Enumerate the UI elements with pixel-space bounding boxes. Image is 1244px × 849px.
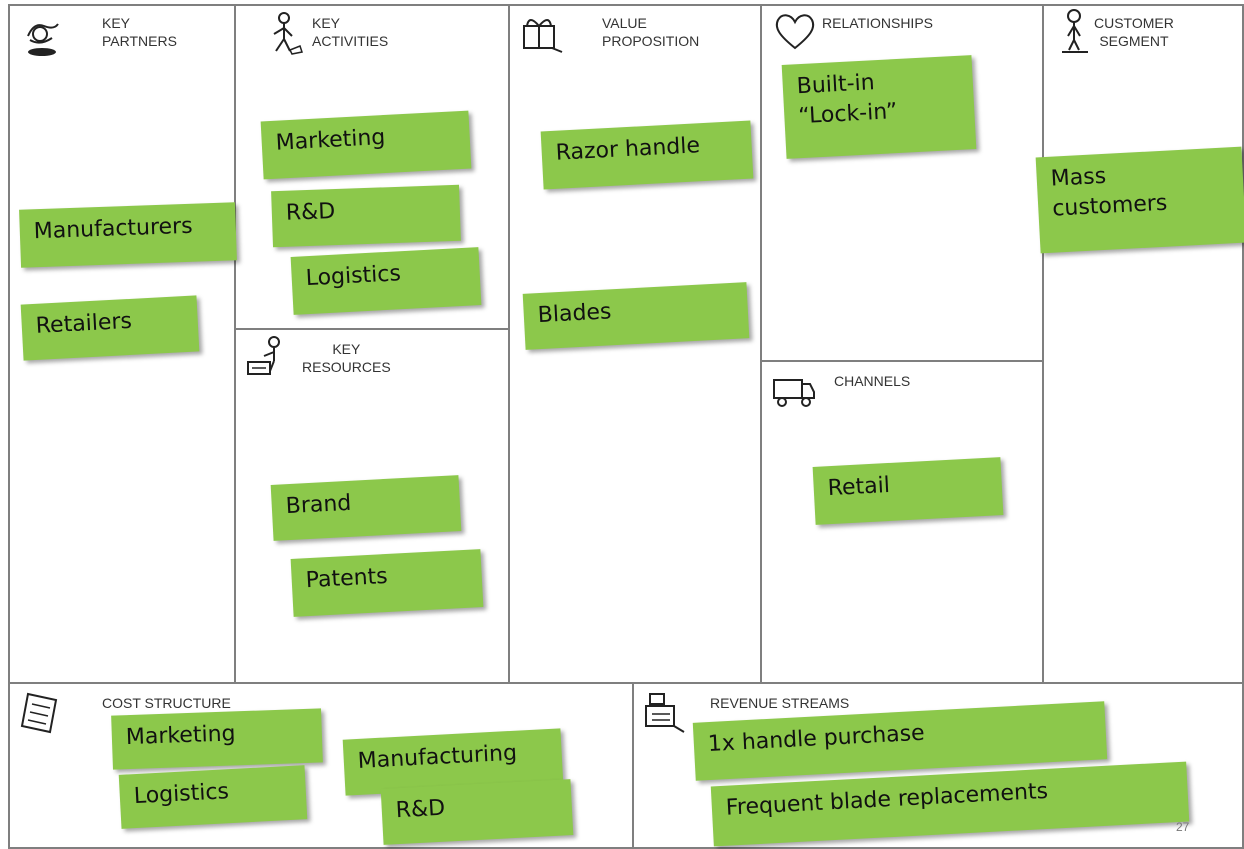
key-resources-title: KEY RESOURCES bbox=[302, 341, 391, 375]
sticky-note-brand: Brand bbox=[270, 475, 462, 541]
page-number: 27 bbox=[1176, 820, 1190, 834]
sticky-note-logistics: Logistics bbox=[290, 247, 482, 315]
value-proposition-title: VALUE PROPOSITION bbox=[602, 15, 700, 49]
truck-icon bbox=[773, 379, 815, 407]
sticky-note-patents: Patents bbox=[290, 549, 484, 617]
handshake-icon bbox=[27, 23, 59, 56]
relationships-title: RELATIONSHIPS bbox=[822, 15, 933, 31]
sticky-note-manufacturers: Manufacturers bbox=[19, 202, 237, 268]
person-icon bbox=[1062, 9, 1088, 53]
cash-register-icon bbox=[645, 693, 685, 733]
key-partners-title: KEY PARTNERS bbox=[102, 15, 177, 49]
sticky-note-built-in-lock-in: Built-in “Lock-in” bbox=[781, 55, 977, 159]
sticky-note-marketing: Marketing bbox=[260, 110, 472, 180]
sticky-note-rnd: R&D bbox=[271, 184, 461, 248]
sticky-note-mass-customers: Mass customers bbox=[1035, 146, 1244, 254]
sticky-note-cost-rnd: R&D bbox=[380, 779, 574, 845]
heart-icon bbox=[775, 14, 815, 50]
sticky-note-blades: Blades bbox=[522, 282, 750, 350]
revenue-streams-title: REVENUE STREAMS bbox=[710, 695, 850, 711]
sticky-note-cost-marketing: Marketing bbox=[111, 708, 323, 770]
resources-worker-icon bbox=[247, 336, 280, 375]
sticky-note-retailers: Retailers bbox=[20, 295, 200, 361]
cost-structure-title: COST STRUCTURE bbox=[102, 695, 231, 711]
customer-segment-box bbox=[1042, 4, 1244, 684]
sticky-note-razor-handle: Razor handle bbox=[540, 120, 754, 190]
key-activities-title: KEY ACTIVITIES bbox=[312, 15, 389, 49]
channels-box bbox=[760, 360, 1044, 684]
customer-segment-title: CUSTOMER SEGMENT bbox=[1094, 15, 1174, 49]
worker-icon bbox=[273, 12, 303, 55]
receipt-icon bbox=[20, 692, 58, 734]
sticky-note-retail: Retail bbox=[812, 457, 1004, 525]
sticky-note-cost-logistics: Logistics bbox=[118, 765, 308, 829]
gift-icon bbox=[523, 19, 563, 53]
channels-title: CHANNELS bbox=[834, 373, 911, 389]
